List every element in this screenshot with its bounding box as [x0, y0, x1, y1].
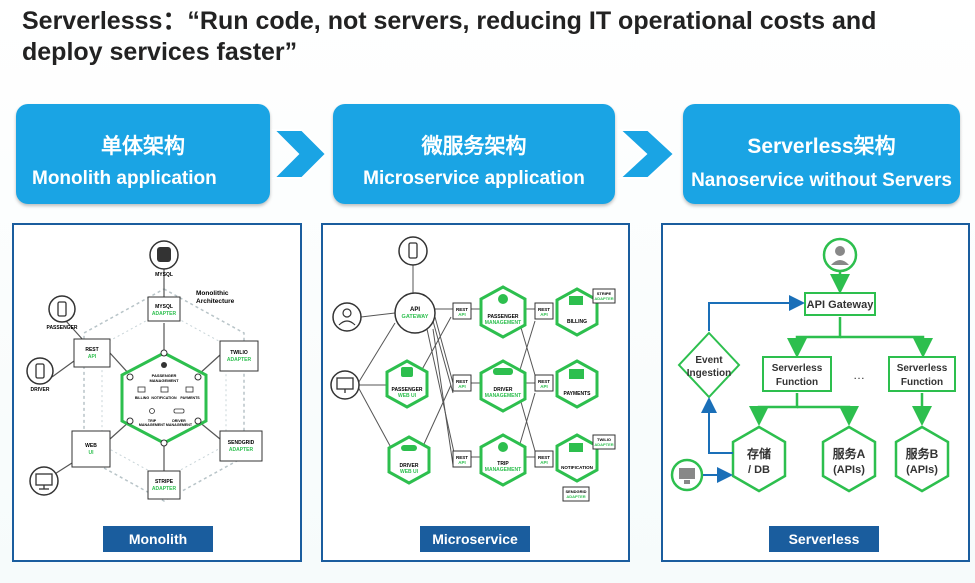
micro-passenger-web-1: PASSENGER [391, 387, 422, 393]
monolith-driver-text: DRIVER [31, 387, 50, 393]
phase-monolith-cn: 单体架构 [101, 135, 185, 158]
sl-storage-2: / DB [748, 464, 770, 476]
monolith-mysql-text: MYSQL [155, 272, 173, 278]
micro-driver-web-1: DRIVER [400, 463, 419, 469]
phase-serverless: Serverless架构 Nanoservice without Servers [683, 104, 960, 204]
micro-driver-mgmt-2: MANAGEMENT [485, 393, 521, 399]
microservice-diagram: API GATEWAY PASSENGER WEB UI DRIVER WEB … [330, 236, 616, 502]
monolith-passenger-text: PASSENGER [46, 325, 77, 331]
sl-api-gateway: API Gateway [807, 299, 875, 311]
monolith-stripe-1: STRIPE [155, 479, 174, 485]
sl-svc-a-1: 服务A [833, 446, 866, 461]
serverless-diagram: API Gateway Event Ingestion Serverless F… [670, 237, 956, 493]
panel-microservice: API GATEWAY PASSENGER WEB UI DRIVER WEB … [321, 223, 630, 562]
micro-passenger-mgmt-1: PASSENGER [487, 314, 518, 320]
sl-func2-2: Function [901, 377, 943, 388]
micro-twilio-2: ADAPTER [594, 442, 613, 447]
phase-microservice-cn: 微服务架构 [421, 135, 527, 158]
monolith-inner-passenger-2: MANAGEMENT [149, 378, 179, 383]
page-title: Serverlesss：“Run code, not servers, redu… [22, 7, 877, 66]
micro-passenger-mgmt-2: MANAGEMENT [485, 320, 521, 326]
micro-api-text: API [540, 384, 548, 389]
sl-ellipsis: … [853, 368, 865, 382]
sl-storage-1: 存储 [746, 446, 771, 461]
chevron-arrow-icon [617, 129, 676, 179]
micro-rest-text: REST [456, 379, 468, 384]
panel-monolith-label: Monolith [103, 526, 213, 552]
monolith-twilio-1: TWILIO [230, 350, 248, 356]
micro-api-text: API [458, 460, 466, 465]
monolith-inner-trip-2: MANAGEMENT [139, 423, 166, 427]
monolith-web-1: WEB [85, 443, 97, 449]
phase-serverless-en: Nanoservice without Servers [691, 170, 952, 191]
monolith-web-2: UI [89, 450, 95, 456]
phase-microservice-en: Microservice application [363, 168, 585, 189]
sl-func1-2: Function [776, 377, 818, 388]
monolith-arch-title2: Architecture [196, 298, 235, 305]
micro-trip-mgmt-1: TRIP [497, 461, 509, 467]
phase-serverless-cn: Serverless架构 [747, 135, 896, 158]
micro-rest-text: REST [456, 307, 468, 312]
monolith-inner-driver-2: MANAGEMENT [166, 423, 193, 427]
monolith-sendgrid-1: SENDGRID [228, 440, 255, 446]
monolith-inner-billing: BILLING [135, 396, 150, 400]
sl-func1-1: Serverless [772, 363, 823, 374]
monolith-mysql-adapter-2: ADAPTER [152, 311, 177, 317]
micro-api-text: API [458, 312, 466, 317]
sl-svc-b-2: (APIs) [906, 464, 938, 476]
monolith-rest-2: API [88, 354, 97, 360]
panel-monolith: MYSQL MYSQL ADAPTER Monolithic Architect… [12, 223, 302, 562]
micro-stripe-2: ADAPTER [594, 296, 613, 301]
micro-rest-text: REST [538, 307, 550, 312]
micro-api-2: GATEWAY [402, 314, 429, 320]
monolith-twilio-2: ADAPTER [227, 357, 252, 363]
monolith-inner-driver-1: DRIVER [172, 419, 186, 423]
phase-monolith-en: Monolith application [32, 168, 217, 189]
micro-api-text: API [540, 460, 548, 465]
monolith-mysql-adapter-1: MYSQL [155, 304, 173, 310]
micro-rest-text: REST [538, 379, 550, 384]
monolith-stripe-2: ADAPTER [152, 486, 177, 492]
micro-api-text: API [458, 384, 466, 389]
micro-sendgrid-2: ADAPTER [566, 494, 585, 499]
micro-notification: NOTIFICATION [561, 465, 593, 470]
phase-monolith: 单体架构 Monolith application [16, 104, 270, 204]
monolith-arch-title: Monolithic [196, 290, 229, 297]
micro-trip-mgmt-2: MANAGEMENT [485, 467, 521, 473]
panel-serverless-label: Serverless [769, 526, 879, 552]
sl-event-1: Event [695, 355, 723, 366]
micro-sendgrid-1: SENDGRID [565, 489, 586, 494]
monolith-inner-notification: NOTIFICATION [151, 396, 177, 400]
sl-svc-b-1: 服务B [906, 446, 939, 461]
sl-func2-1: Serverless [897, 363, 948, 374]
monolith-inner-passenger-1: PASSENGER [152, 373, 177, 378]
panel-microservice-label: Microservice [420, 526, 530, 552]
micro-api-1: API [410, 307, 420, 313]
micro-rest-text: REST [538, 455, 550, 460]
micro-rest-text: REST [456, 455, 468, 460]
micro-driver-web-2: WEB UI [400, 469, 419, 475]
micro-payments: PAYMENTS [564, 391, 592, 397]
monolith-sendgrid-2: ADAPTER [229, 447, 254, 453]
monolith-inner-payments: PAYMENTS [180, 396, 200, 400]
panel-serverless: API Gateway Event Ingestion Serverless F… [661, 223, 970, 562]
monolith-diagram: MYSQL MYSQL ADAPTER Monolithic Architect… [26, 240, 263, 502]
micro-stripe-1: STRIPE [597, 291, 612, 296]
sl-event-2: Ingestion [687, 368, 731, 379]
micro-driver-mgmt-1: DRIVER [494, 387, 513, 393]
chevron-arrow-icon [271, 129, 328, 179]
micro-api-text: API [540, 312, 548, 317]
micro-billing: BILLING [567, 319, 587, 325]
micro-passenger-web-2: WEB UI [398, 393, 417, 399]
phase-microservice: 微服务架构 Microservice application [333, 104, 615, 204]
monolith-rest-1: REST [85, 347, 98, 353]
monolith-inner-trip-1: TRIP [148, 419, 157, 423]
micro-twilio-1: TWILIO [597, 437, 611, 442]
sl-svc-a-2: (APIs) [833, 464, 865, 476]
